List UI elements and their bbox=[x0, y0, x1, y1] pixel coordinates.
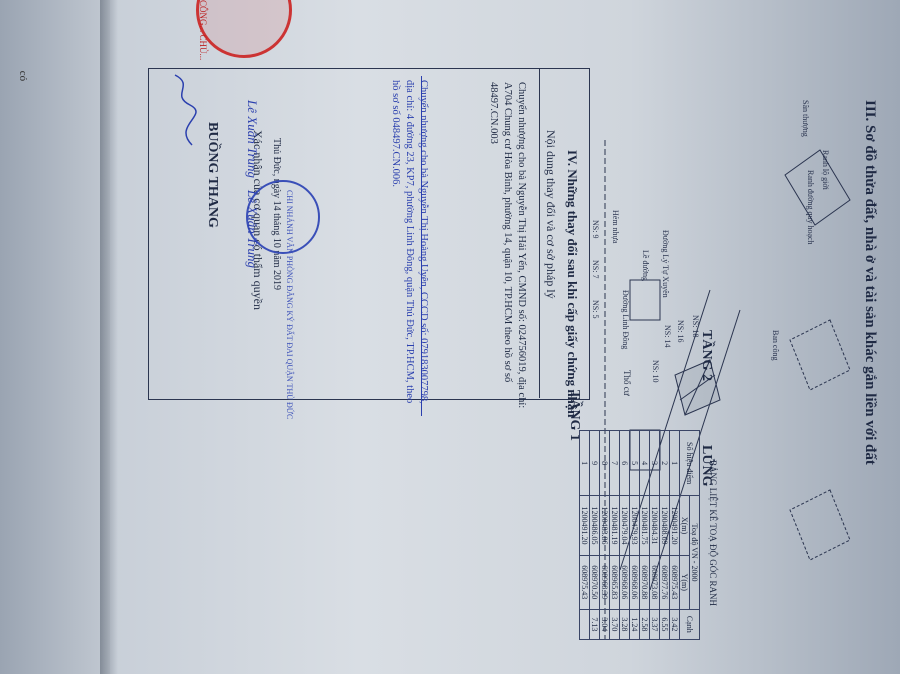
coord-cell: 3.37 bbox=[649, 609, 660, 640]
blue-stamp-text: CHI NHÁNH VĂN PHÒNG ĐĂNG KÝ ĐẤT ĐAI QUẬN… bbox=[285, 190, 294, 420]
map-note: NS: 14 bbox=[663, 325, 672, 348]
coord-cell: 1200479.93 bbox=[629, 495, 640, 556]
coord-header-row: Số hiệu điểm Toạ độ VN - 2000 Cạnh bbox=[679, 430, 700, 640]
coord-cell: 6.55 bbox=[659, 609, 670, 640]
coord-cell: 1200491.20 bbox=[579, 495, 590, 556]
plot-diagram bbox=[604, 140, 851, 640]
coord-cell: 7 bbox=[609, 430, 620, 496]
coord-cell: 608977.76 bbox=[659, 555, 670, 610]
coord-cell: 608965.83 bbox=[609, 555, 620, 610]
red-stamp bbox=[196, 0, 292, 58]
coord-col-edge: Cạnh bbox=[679, 609, 700, 640]
coord-cell: 8 bbox=[599, 430, 610, 496]
map-note: NS: 7 bbox=[591, 260, 600, 279]
coord-cell bbox=[579, 609, 590, 640]
coord-cell: 3 bbox=[649, 430, 660, 496]
signature-scribble bbox=[174, 74, 197, 146]
coord-cell: 2.58 bbox=[639, 609, 650, 640]
change-entry-1: Chuyển nhượng cho bà Nguyễn Thị Hải Yến,… bbox=[488, 82, 527, 409]
coord-cell: 1 bbox=[669, 430, 680, 496]
coord-cell: 608968.06 bbox=[619, 555, 630, 610]
red-stamp-text: CÔNG... CHỦ... bbox=[198, 0, 208, 61]
coord-cell: 1200486.05 bbox=[589, 495, 600, 556]
change-entry-2: Chuyển nhượng cho bà Nguyễn Thị Hoàng Uy… bbox=[390, 80, 429, 404]
map-note: NS: 5 bbox=[591, 300, 600, 319]
coord-cell: 2 bbox=[659, 430, 670, 496]
coord-cell: 608975.43 bbox=[669, 555, 680, 610]
coord-col-point: Số hiệu điểm bbox=[679, 430, 700, 496]
coord-cell: 3.42 bbox=[669, 609, 680, 640]
coord-cell: 5 bbox=[629, 430, 640, 496]
map-note: Lề đường bbox=[641, 250, 650, 282]
map-note: Sân thượng bbox=[801, 100, 810, 137]
coord-cell: 1200483.86 bbox=[599, 495, 610, 556]
coord-cell: 4 bbox=[639, 430, 650, 496]
section4-title: IV. Những thay đổi sau khi cấp giấy chứn… bbox=[565, 150, 580, 418]
coord-cell: 1200481.19 bbox=[609, 495, 620, 556]
coord-cell: 1200479.04 bbox=[619, 495, 630, 556]
coord-cell: 6 bbox=[619, 430, 630, 496]
map-note: Ban công bbox=[771, 330, 780, 361]
strike-line bbox=[421, 76, 422, 416]
coord-cell: 1200481.75 bbox=[639, 495, 650, 556]
left-edge-text: có bbox=[17, 70, 30, 82]
certificate-page: III. Sơ đồ thửa đất, nhà ở và tài sản kh… bbox=[140, 60, 900, 670]
coord-table: Số hiệu điểm Toạ độ VN - 2000 Cạnh X(m) … bbox=[579, 430, 700, 640]
coord-cell: 608973.08 bbox=[649, 555, 660, 610]
section4-col-content: Nội dung thay đổi và cơ sở pháp lý bbox=[544, 130, 558, 299]
coord-table-title: BẢNG LIỆT KÊ TOẠ ĐỘ GÓC RANH bbox=[708, 460, 718, 606]
map-note: NS: 10 bbox=[651, 360, 660, 383]
coord-cell: 7.13 bbox=[589, 609, 600, 640]
left-page bbox=[0, 0, 110, 674]
coord-cell: 608968.39 bbox=[599, 555, 610, 610]
coord-cell: 1200488.69 bbox=[659, 495, 670, 556]
section3-title: III. Sơ đồ thửa đất, nhà ở và tài sản kh… bbox=[862, 100, 878, 465]
label-tang-2: TẦNG 2 bbox=[699, 330, 714, 381]
coord-cell: 608970.50 bbox=[589, 555, 600, 610]
coord-cell: 608970.88 bbox=[639, 555, 650, 610]
map-note: Đường Linh Đông bbox=[621, 290, 630, 350]
signer-name: Lê Xuân Trung bbox=[245, 100, 260, 179]
map-note: NS: 16 bbox=[676, 320, 685, 343]
coord-cell: 608968.06 bbox=[629, 555, 640, 610]
map-note: Ranh đường quy hoạch bbox=[806, 170, 815, 245]
coord-cell: 608975.43 bbox=[579, 555, 590, 610]
coord-cell: 1 bbox=[579, 430, 590, 496]
coord-cell: 1200484.31 bbox=[649, 495, 660, 556]
coord-col-group: Toạ độ VN - 2000 bbox=[689, 495, 700, 610]
map-note: NS: 9 bbox=[591, 220, 600, 239]
map-note: Hẻm nhựa bbox=[611, 210, 620, 244]
page-fold-shadow bbox=[100, 0, 118, 674]
coord-cell: 1200491.20 bbox=[669, 495, 680, 556]
coord-cell: 3.70 bbox=[609, 609, 620, 640]
map-note: NS: 18 bbox=[691, 315, 700, 338]
coord-cell: 3.04 bbox=[599, 609, 610, 640]
section4-divider bbox=[539, 68, 540, 398]
map-note: Đường Lý Tự Xuyên bbox=[661, 230, 670, 298]
coord-col-y: Y(m) bbox=[679, 555, 690, 610]
coord-col-x: X(m) bbox=[679, 495, 690, 556]
coord-cell: 9 bbox=[589, 430, 600, 496]
coord-cell: 1.24 bbox=[629, 609, 640, 640]
signer-name: Lê Xuân Trung bbox=[245, 190, 260, 269]
label-tho-cu: Thổ cư bbox=[622, 370, 632, 396]
coord-cell: 3.28 bbox=[619, 609, 630, 640]
map-note: Ranh lộ giới bbox=[821, 150, 830, 190]
